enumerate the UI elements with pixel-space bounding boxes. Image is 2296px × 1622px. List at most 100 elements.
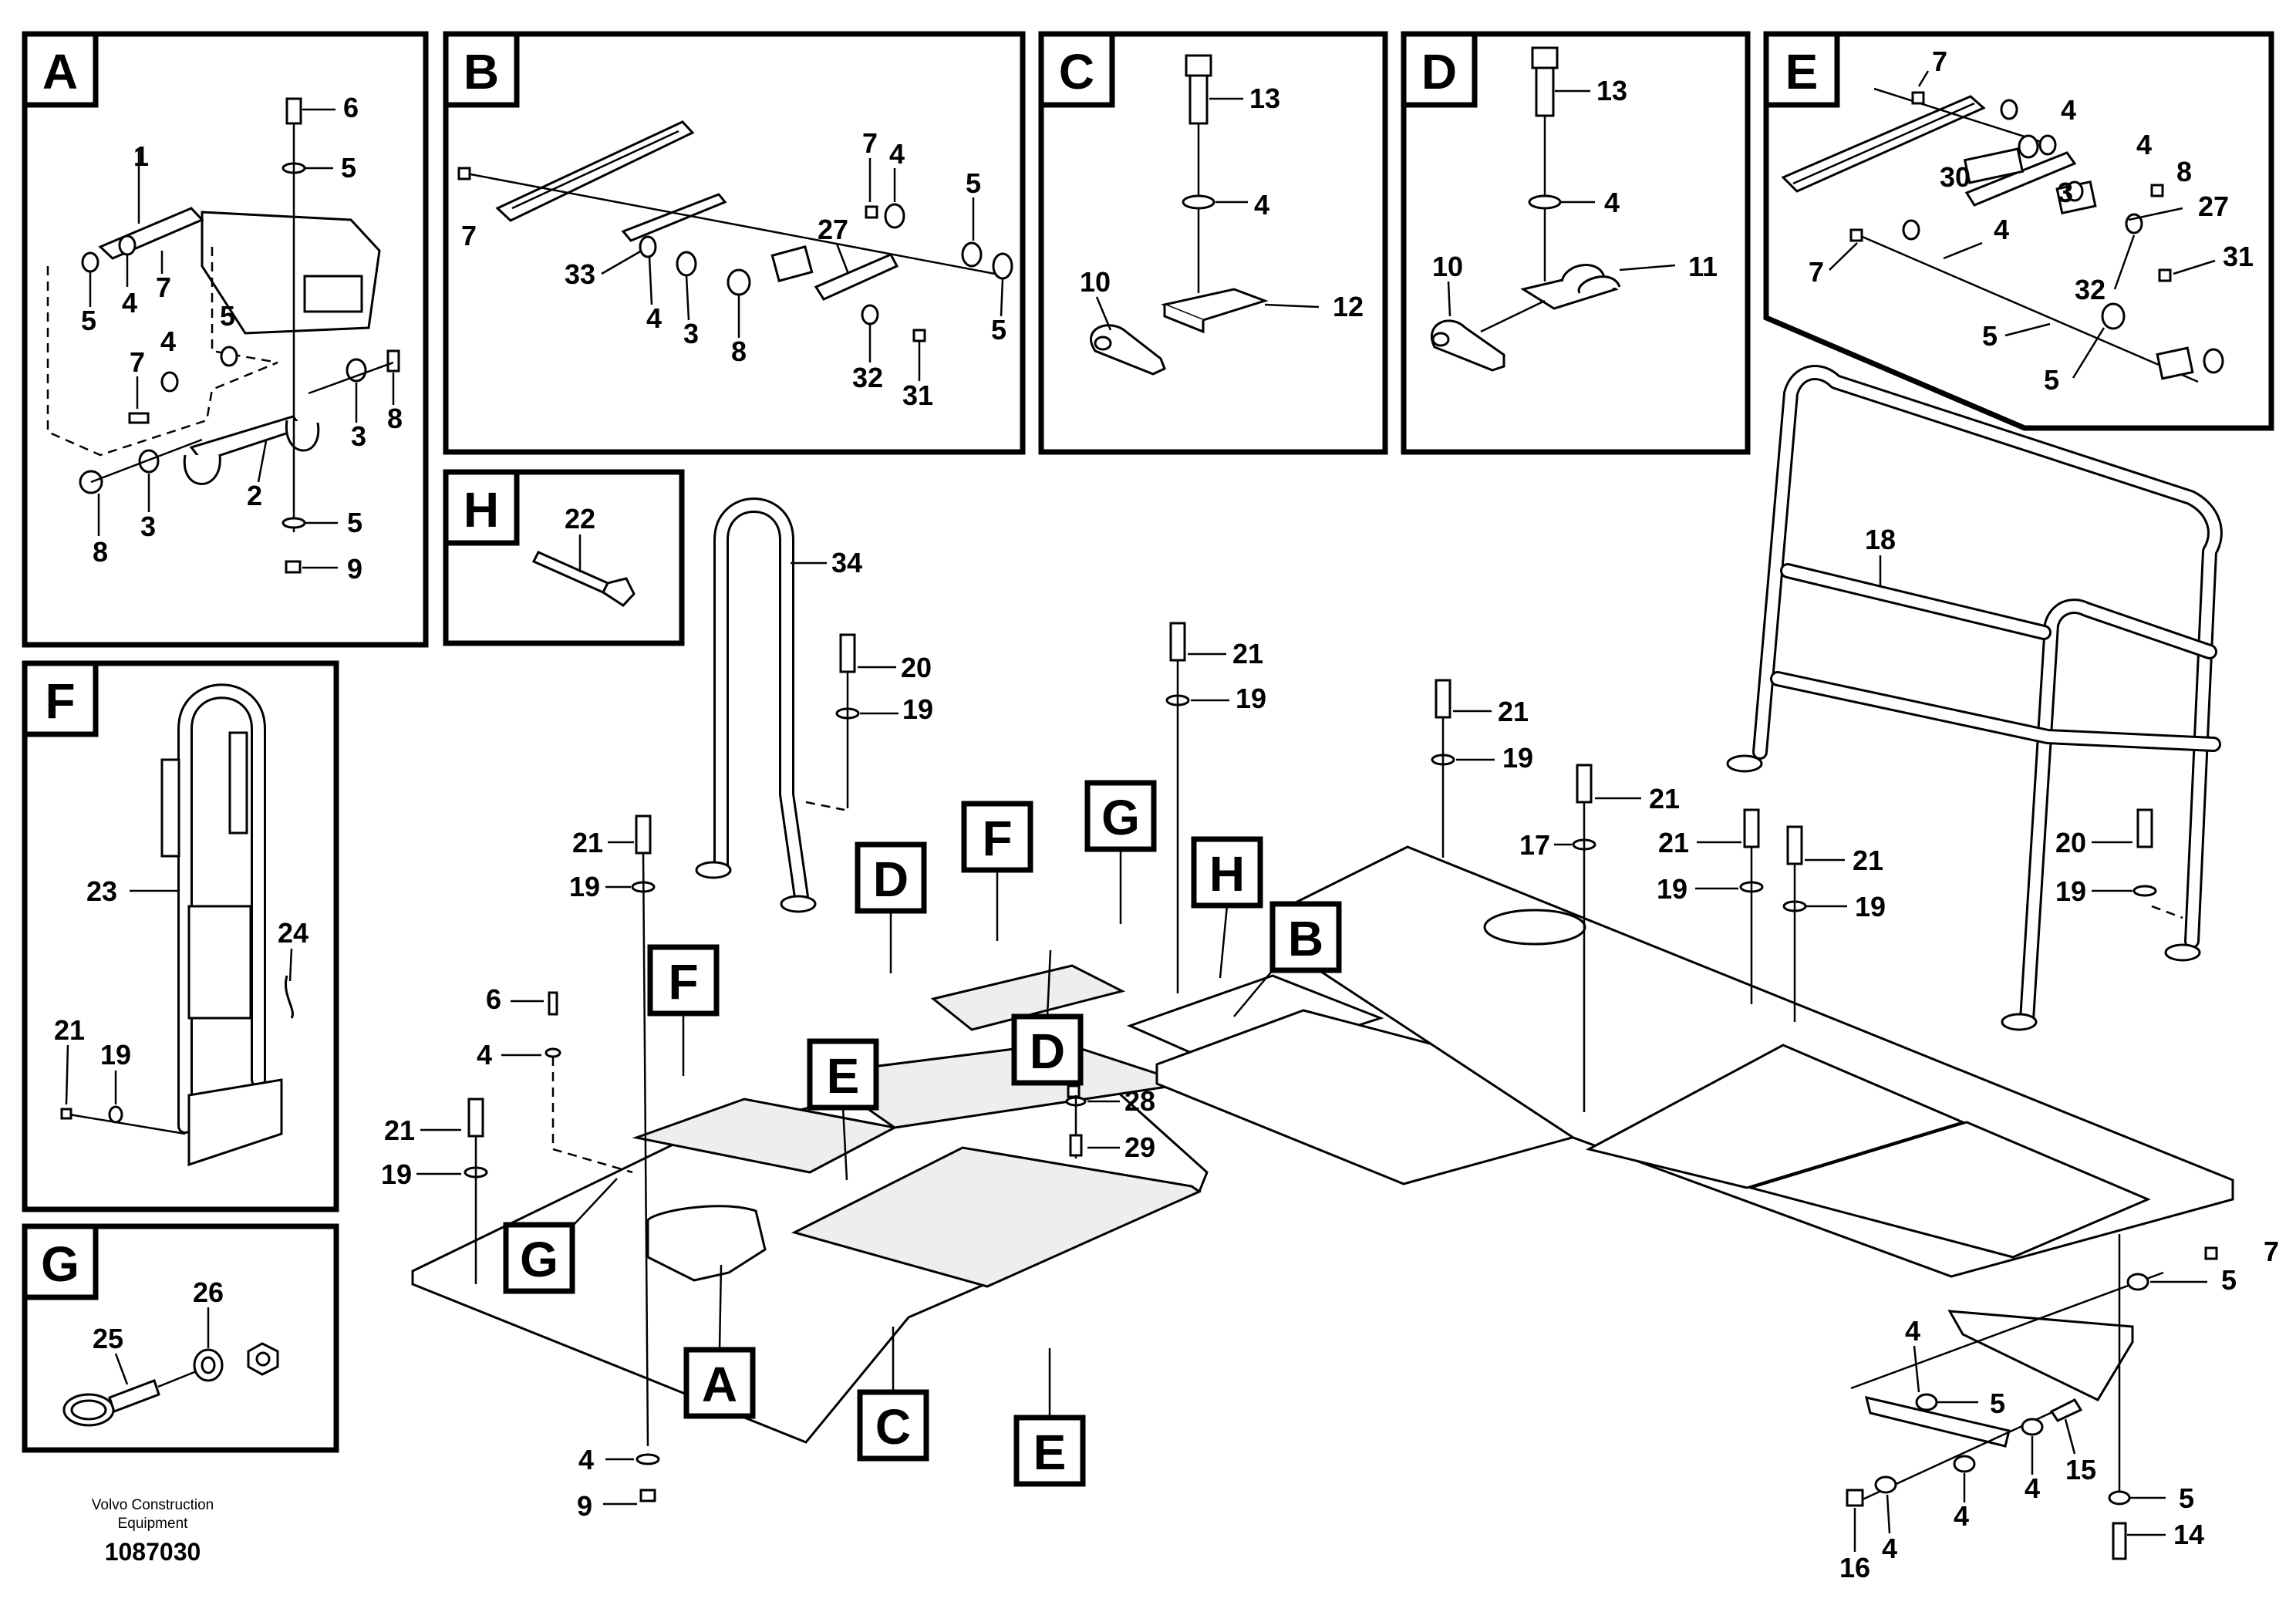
credit-block: Volvo Construction Equipment 1087030	[92, 1497, 214, 1566]
detail-panel-e: E 7 4 4 30 8 3 27 7 4 31 3	[1763, 31, 2274, 431]
drawing-number: 1087030	[105, 1538, 201, 1566]
callout-box-f-top: F	[982, 811, 1012, 866]
callout-main-19c: 19	[1657, 873, 1687, 905]
callout-a-1: 1	[133, 140, 149, 172]
callout-b-4b: 4	[646, 302, 662, 334]
main-assembly: G D F G H B F D E A C E 34 20 19 21 19	[381, 365, 2279, 1583]
callout-c-4: 4	[1254, 189, 1269, 221]
callout-b-33: 33	[565, 258, 595, 290]
callout-main-21b: 21	[1498, 696, 1529, 727]
callout-main-14: 14	[2173, 1519, 2204, 1550]
callout-a-6: 6	[343, 92, 359, 123]
detail-panel-f: F 23 24 21 19	[22, 660, 339, 1212]
callout-e-31: 31	[2223, 241, 2254, 272]
callout-main-4c: 4	[1905, 1315, 1920, 1347]
callout-a-7: 7	[156, 271, 171, 303]
callout-a-5b: 5	[81, 305, 96, 336]
callout-a-3: 3	[351, 420, 366, 452]
callout-b-7b: 7	[862, 127, 878, 159]
callout-main-20: 20	[901, 652, 932, 683]
callout-box-a: A	[702, 1357, 737, 1412]
panel-g-letter: G	[41, 1236, 79, 1292]
callout-e-4c: 4	[1994, 214, 2009, 245]
callout-main-21a: 21	[1232, 638, 1263, 669]
callout-a-8b: 8	[93, 536, 108, 568]
callout-a-3b: 3	[140, 511, 156, 542]
callout-d-10: 10	[1432, 251, 1463, 282]
callout-b-27: 27	[818, 214, 848, 245]
credit-company: Volvo Construction	[92, 1497, 214, 1513]
detail-panel-h: H 22	[443, 469, 685, 646]
callout-main-19f: 19	[569, 871, 600, 902]
callout-f-19: 19	[100, 1039, 131, 1071]
callout-main-19a: 19	[1236, 683, 1266, 714]
detail-panel-b: B 7 4 5 27 7 33 4 3 8 32 3	[443, 31, 1026, 455]
callout-main-5c: 5	[2179, 1482, 2194, 1514]
callout-b-4: 4	[889, 138, 905, 170]
panel-c-letter: C	[1059, 44, 1094, 99]
callout-main-21f: 21	[572, 827, 603, 858]
panel-f-letter: F	[45, 673, 75, 729]
callout-main-4b: 4	[578, 1444, 594, 1475]
callout-box-g-top: G	[1101, 790, 1140, 845]
callout-b-8: 8	[731, 336, 747, 367]
callout-g-26: 26	[193, 1276, 224, 1308]
callout-e-4b: 4	[2136, 129, 2152, 160]
callout-main-19d: 19	[1855, 891, 1886, 922]
panel-a-letter: A	[42, 44, 78, 99]
callout-main-19e: 19	[2055, 875, 2086, 907]
callout-main-6: 6	[486, 983, 501, 1015]
callout-b-7: 7	[461, 220, 477, 251]
panel-e-letter: E	[1785, 44, 1819, 99]
callout-main-19: 19	[902, 693, 933, 725]
callout-e-5b: 5	[2044, 364, 2059, 396]
detail-panel-d: D 13 4 10 11	[1401, 31, 1751, 455]
callout-main-29: 29	[1124, 1131, 1155, 1163]
callout-box-h: H	[1209, 846, 1245, 902]
callout-a-8: 8	[387, 403, 403, 434]
callout-c-13: 13	[1249, 83, 1280, 114]
callout-c-10: 10	[1080, 266, 1111, 298]
callout-main-19g: 19	[381, 1158, 412, 1190]
callout-c-12: 12	[1333, 291, 1364, 322]
callout-main-21c: 21	[1649, 783, 1680, 814]
detail-panel-a: A 1 6 5 5	[22, 31, 429, 648]
callout-main-17: 17	[1519, 829, 1550, 861]
callout-b-3: 3	[683, 318, 699, 349]
callout-box-b: B	[1288, 911, 1323, 966]
callout-a-5d: 5	[347, 507, 362, 538]
callout-box-d-center: D	[1030, 1023, 1065, 1079]
credit-company-line2: Equipment	[118, 1516, 189, 1532]
callout-main-20b: 20	[2055, 827, 2086, 858]
callout-a-5c: 5	[220, 300, 235, 332]
callout-main-21e: 21	[1853, 845, 1883, 876]
callout-b-31: 31	[902, 379, 933, 411]
callout-e-8: 8	[2176, 156, 2192, 187]
callout-e-30: 30	[1940, 161, 1971, 193]
callout-a-4b: 4	[160, 325, 176, 357]
callout-main-15: 15	[2065, 1454, 2096, 1485]
callout-box-g-left: G	[520, 1232, 558, 1287]
detail-panel-c: C 13 4 10 12	[1038, 31, 1388, 455]
callout-main-5: 5	[2221, 1264, 2237, 1296]
callout-d-11: 11	[1688, 251, 1718, 282]
callout-main-21d: 21	[1658, 827, 1689, 858]
callout-box-d-top: D	[873, 851, 909, 907]
panel-h-letter: H	[464, 482, 499, 538]
callout-e-7: 7	[1932, 46, 1947, 77]
callout-e-3: 3	[2058, 177, 2073, 208]
callout-box-e-bottom: E	[1033, 1425, 1067, 1480]
callout-e-27: 27	[2198, 191, 2229, 222]
callout-box-f-left: F	[668, 954, 698, 1010]
callout-f-24: 24	[278, 917, 308, 949]
panel-b-letter: B	[464, 44, 499, 99]
callout-main-21g: 21	[384, 1114, 415, 1146]
callout-main-16: 16	[1839, 1552, 1870, 1583]
callout-main-9: 9	[577, 1490, 592, 1522]
callout-a-2: 2	[247, 480, 262, 511]
callout-e-32: 32	[2075, 274, 2106, 305]
callout-main-4: 4	[477, 1039, 492, 1071]
callout-main-5b: 5	[1990, 1388, 2005, 1419]
callout-box-c: C	[875, 1399, 911, 1455]
